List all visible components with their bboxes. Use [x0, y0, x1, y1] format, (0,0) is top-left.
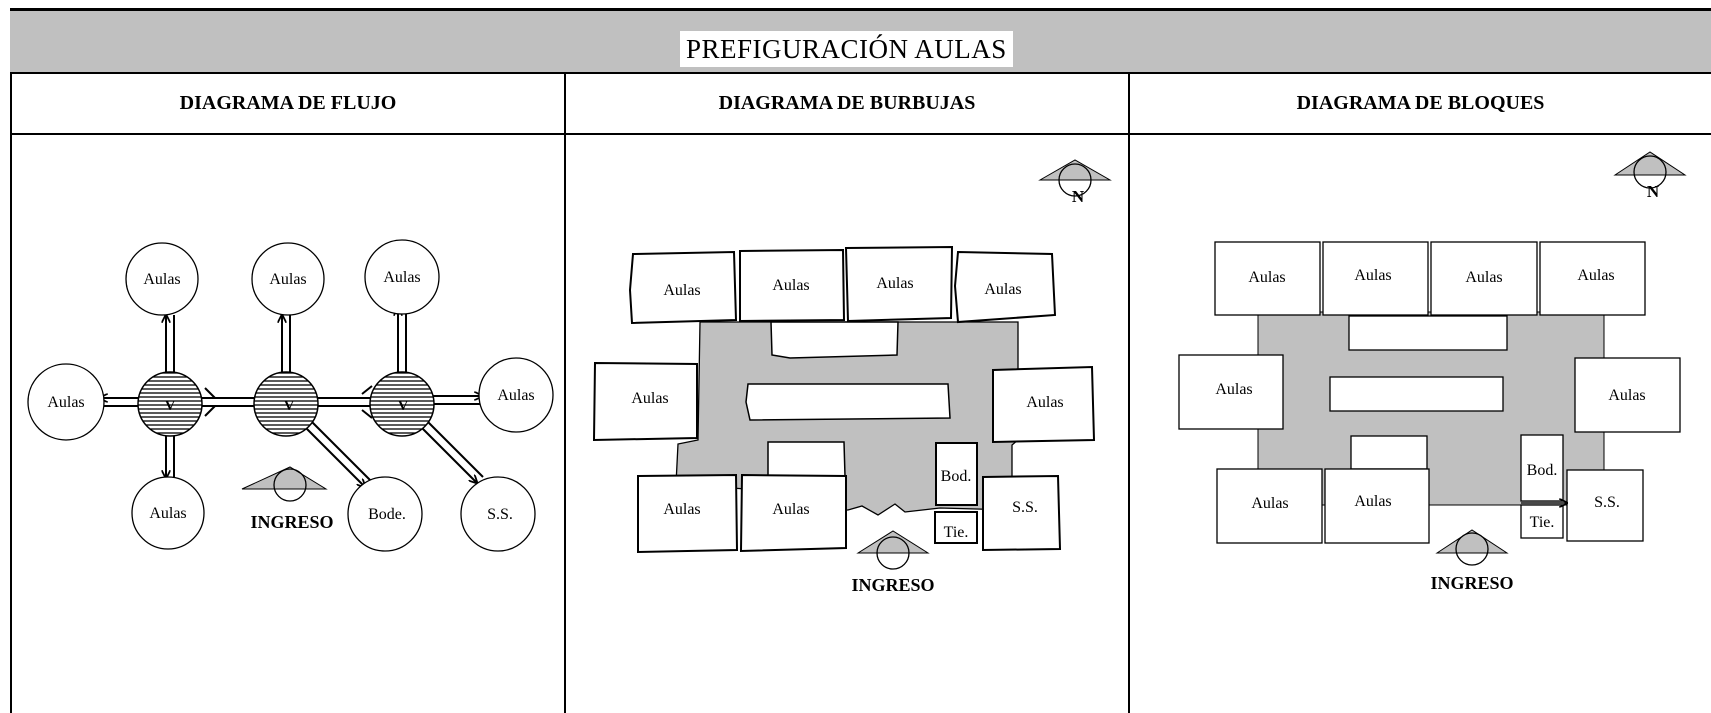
bubble-tienda — [934, 511, 978, 544]
block-aulas-2 — [1322, 241, 1429, 316]
flow-aulas-3 — [364, 239, 440, 315]
bubble-aulas-3-label: Aulas — [876, 275, 913, 292]
block-inner-bar-middle — [1329, 376, 1504, 412]
block-aulas-6-label: Aulas — [1354, 493, 1391, 510]
title-bar: PREFIGURACIÓN AULAS — [10, 8, 1711, 74]
flow-ss-label: S.S. — [487, 506, 513, 523]
hub-1 — [137, 371, 203, 437]
block-aulas-west-label: Aulas — [1215, 381, 1252, 398]
flow-aulas-south — [131, 476, 205, 550]
bubble-aulas-6-label: Aulas — [772, 501, 809, 518]
block-ingreso-label: INGRESO — [1430, 573, 1513, 593]
bubble-aulas-2-label: Aulas — [772, 277, 809, 294]
bubble-aulas-4 — [953, 250, 1057, 324]
heading-burbujas: DIAGRAMA DE BURBUJAS — [718, 92, 976, 114]
flow-aulas-south-label: Aulas — [149, 505, 186, 522]
block-aulas-5-label: Aulas — [1251, 495, 1288, 512]
flow-ingreso-label: INGRESO — [250, 512, 333, 532]
flow-diagram: V V V Aulas Aulas Aulas Aulas Aulas Aul — [27, 239, 554, 552]
bubble-ingreso-label: INGRESO — [851, 575, 934, 595]
block-aulas-5 — [1216, 468, 1323, 544]
bubble-aulas-east-label: Aulas — [1026, 394, 1063, 411]
hub-2 — [253, 371, 319, 437]
block-tienda-label: Tie. — [1530, 514, 1555, 531]
bubble-aulas-west — [592, 361, 698, 442]
bubble-aulas-1 — [628, 250, 738, 325]
hub-1-label: V — [165, 399, 175, 414]
bubble-aulas-1-label: Aulas — [663, 282, 700, 299]
hub-3-label: V — [398, 399, 408, 414]
hub-2-label: V — [284, 399, 294, 414]
bubble-bodega — [935, 442, 978, 506]
bubble-tienda-label: Tie. — [944, 524, 969, 541]
bubble-bodega-label: Bod. — [941, 468, 972, 485]
block-north-icon — [1613, 151, 1687, 189]
bubble-entrance-symbol — [856, 530, 930, 570]
bubble-aulas-6 — [739, 473, 847, 553]
bubble-north-label: N — [1072, 187, 1085, 206]
page-title: PREFIGURACIÓN AULAS — [680, 31, 1013, 67]
bubble-aulas-2 — [739, 248, 846, 323]
flow-aulas-1 — [125, 242, 199, 316]
bubble-aulas-5 — [637, 473, 739, 554]
bubble-ss — [982, 474, 1062, 552]
block-aulas-1 — [1214, 241, 1321, 316]
block-bodega — [1520, 434, 1564, 502]
flow-bodega — [347, 476, 423, 552]
block-inner-box — [1350, 435, 1428, 470]
left-border — [10, 74, 12, 713]
bubble-north-icon — [1038, 159, 1112, 197]
block-north-label: N — [1647, 182, 1660, 201]
block-aulas-1-label: Aulas — [1248, 269, 1285, 286]
flow-aulas-east — [478, 357, 554, 433]
hub-3 — [369, 371, 435, 437]
bubble-inner-bar-middle — [745, 383, 951, 421]
flow-aulas-2-label: Aulas — [269, 271, 306, 288]
block-aulas-4 — [1539, 241, 1646, 316]
bubble-diagram: N Aulas Aulas — [592, 159, 1112, 595]
block-aulas-3-label: Aulas — [1465, 269, 1502, 286]
flow-aulas-3-label: Aulas — [383, 269, 420, 286]
flow-aulas-east-label: Aulas — [497, 387, 534, 404]
bubble-inner-bar-top — [770, 321, 899, 359]
column-divider-1 — [564, 74, 566, 713]
block-entrance-symbol — [1435, 529, 1509, 566]
block-aulas-6 — [1324, 468, 1430, 544]
bubble-ss-label: S.S. — [1012, 499, 1038, 516]
flow-aulas-1-label: Aulas — [143, 271, 180, 288]
block-bodega-label: Bod. — [1527, 462, 1558, 479]
bubble-aulas-east — [992, 365, 1096, 444]
bubble-aulas-5-label: Aulas — [663, 501, 700, 518]
flow-entrance-symbol — [241, 466, 328, 502]
flow-aulas-west — [27, 363, 105, 441]
block-ss-label: S.S. — [1594, 494, 1620, 511]
heading-bloques: DIAGRAMA DE BLOQUES — [1296, 92, 1545, 114]
bubble-inner-box — [767, 441, 846, 477]
block-aulas-east-label: Aulas — [1608, 387, 1645, 404]
block-tienda — [1520, 504, 1564, 539]
flow-bodega-label: Bode. — [368, 506, 406, 523]
bubble-aulas-4-label: Aulas — [984, 281, 1021, 298]
column-divider-2 — [1128, 74, 1130, 713]
block-diagram: N — [1178, 151, 1687, 593]
heading-divider — [10, 133, 1711, 135]
block-aulas-4-label: Aulas — [1577, 267, 1614, 284]
block-aulas-west — [1178, 354, 1284, 430]
heading-flujo: DIAGRAMA DE FLUJO — [179, 92, 397, 114]
block-aulas-2-label: Aulas — [1354, 267, 1391, 284]
flow-aulas-2 — [251, 242, 325, 316]
block-aulas-3 — [1430, 241, 1538, 316]
flow-ss — [460, 476, 536, 552]
bubble-aulas-3 — [844, 245, 954, 323]
block-inner-bar-top — [1348, 315, 1508, 351]
block-ss — [1566, 469, 1644, 542]
block-aulas-east — [1574, 357, 1681, 433]
bubble-aulas-west-label: Aulas — [631, 390, 668, 407]
flow-aulas-west-label: Aulas — [47, 394, 84, 411]
